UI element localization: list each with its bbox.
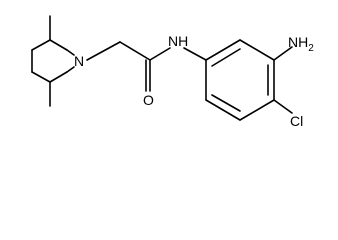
- bond: [49, 39, 68, 51]
- bond: [149, 47, 171, 61]
- bond: [66, 49, 75, 56]
- bond: [239, 99, 275, 121]
- amide-nh-label: NH: [168, 33, 188, 49]
- atom-labels: N O NH NH2 Cl: [74, 33, 314, 129]
- aromatic-double-bond: [211, 48, 241, 67]
- acetamide-linker: [86, 41, 207, 92]
- piperidine-ring: [31, 15, 75, 107]
- bond: [86, 41, 121, 61]
- carbonyl-oxygen-label: O: [143, 92, 154, 108]
- bond: [239, 39, 275, 61]
- bond: [119, 41, 151, 61]
- bond: [31, 39, 51, 51]
- chemical-structure: N O NH NH2 Cl: [31, 15, 314, 129]
- bond: [205, 39, 241, 61]
- chloro-label: Cl: [290, 113, 303, 129]
- bond: [31, 71, 51, 83]
- amino-nh: NH: [288, 34, 308, 50]
- amino-label: NH2: [288, 34, 314, 54]
- bond: [205, 99, 241, 121]
- chloro-bond: [273, 99, 293, 114]
- bond: [66, 66, 75, 73]
- benzene-ring: [205, 39, 293, 121]
- ring-nitrogen-label: N: [74, 53, 84, 69]
- bond: [49, 71, 68, 83]
- bond: [183, 47, 207, 61]
- amino-bond: [273, 46, 293, 61]
- aromatic-double-bond: [211, 94, 241, 112]
- amino-subscript: 2: [308, 43, 314, 54]
